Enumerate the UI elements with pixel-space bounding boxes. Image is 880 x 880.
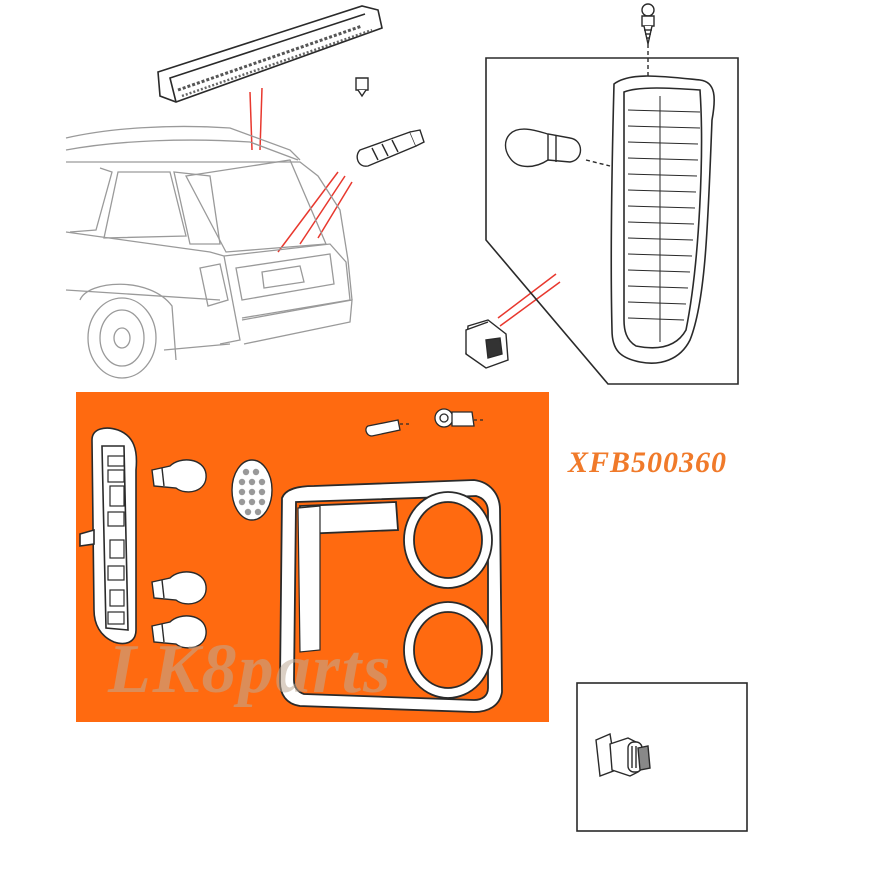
wedge-bulb-top (356, 129, 425, 167)
watermark: LK8parts (108, 631, 393, 708)
bayonet-bulb (504, 128, 611, 168)
high-mount-stop-lamp-strip (157, 5, 383, 103)
bulb-socket (434, 408, 484, 428)
small-bulb (365, 419, 412, 437)
leader-lines (249, 87, 561, 327)
amber-bulb (151, 459, 207, 649)
retaining-screw-top (355, 77, 369, 98)
part-number-label: XFB500360 (568, 446, 728, 479)
rear-lamp-lens-housing (279, 479, 503, 713)
reflector-lens (231, 459, 273, 521)
side-lamp-detail-box (485, 57, 739, 385)
vehicle-rear-view (65, 125, 353, 379)
rear-lamp-bulb-holder (79, 427, 138, 645)
bulb-socket-detail (595, 733, 651, 777)
clip-nut (465, 319, 509, 369)
side-marker-lamp (610, 75, 715, 364)
retaining-screw (641, 3, 655, 76)
